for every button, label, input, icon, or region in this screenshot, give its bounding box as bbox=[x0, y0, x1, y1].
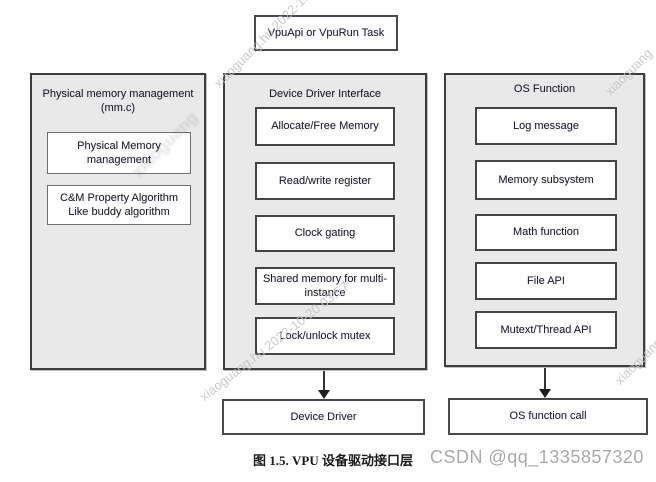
arrow-head-device-driver bbox=[318, 390, 330, 399]
node-label: Clock gating bbox=[294, 227, 356, 240]
column-device-driver-interface: Device Driver Interface Allocate/Free Me… bbox=[223, 73, 427, 370]
bottom-box-label: OS function call bbox=[509, 410, 587, 423]
top-box-label: VpuApi or VpuRun Task bbox=[267, 26, 385, 39]
node-memory-subsystem: Memory subsystem bbox=[475, 160, 617, 200]
node-label: Lock/unlock mutex bbox=[279, 329, 371, 342]
column-title: OS Function bbox=[513, 83, 576, 95]
node-allocate-free-memory: Allocate/Free Memory bbox=[255, 107, 395, 146]
column-title: Physical memory management (mm.c) bbox=[42, 88, 194, 115]
column-physical-memory-management: Physical memory management (mm.c) Physic… bbox=[30, 73, 206, 370]
node-label: C&M Property Algorithm Like buddy algori… bbox=[60, 191, 178, 218]
node-physical-memory-management: Physical Memory management bbox=[47, 132, 191, 174]
node-cm-property-algorithm: C&M Property Algorithm Like buddy algori… bbox=[47, 185, 191, 225]
node-file-api: File API bbox=[475, 262, 617, 300]
node-label: File API bbox=[527, 274, 565, 287]
node-label: Physical Memory management bbox=[77, 139, 161, 166]
node-label: Math function bbox=[512, 226, 580, 239]
node-lock-unlock-mutex: Lock/unlock mutex bbox=[255, 317, 395, 355]
bottom-box-label: Device Driver bbox=[290, 410, 357, 423]
node-label: Memory subsystem bbox=[498, 173, 594, 186]
csdn-watermark: CSDN @qq_1335857320 bbox=[430, 447, 644, 467]
bottom-box-device-driver: Device Driver bbox=[222, 399, 425, 435]
node-shared-memory-multi-instance: Shared memory for multi- instance bbox=[255, 267, 395, 305]
node-clock-gating: Clock gating bbox=[255, 215, 395, 252]
node-mutext-thread-api: Mutext/Thread API bbox=[475, 311, 617, 349]
node-label: Shared memory for multi- instance bbox=[262, 272, 388, 299]
arrow-line-os-function-call bbox=[544, 368, 546, 389]
column-title: Device Driver Interface bbox=[269, 88, 381, 100]
node-label: Read/write register bbox=[278, 174, 372, 187]
bottom-box-os-function-call: OS function call bbox=[448, 398, 648, 435]
node-label: Log message bbox=[512, 119, 580, 132]
node-log-message: Log message bbox=[475, 107, 617, 145]
arrow-head-os-function-call bbox=[539, 389, 551, 398]
node-label: Allocate/Free Memory bbox=[271, 120, 379, 133]
node-read-write-register: Read/write register bbox=[255, 162, 395, 200]
figure-caption: 图 1.5. VPU 设备驱动接口层 bbox=[253, 453, 413, 468]
arrow-line-device-driver bbox=[323, 371, 325, 392]
node-label: Mutext/Thread API bbox=[500, 323, 592, 336]
column-os-function: OS Function Log message Memory subsystem… bbox=[444, 73, 645, 367]
top-box-vpuapi: VpuApi or VpuRun Task bbox=[254, 15, 398, 51]
node-math-function: Math function bbox=[475, 214, 617, 251]
